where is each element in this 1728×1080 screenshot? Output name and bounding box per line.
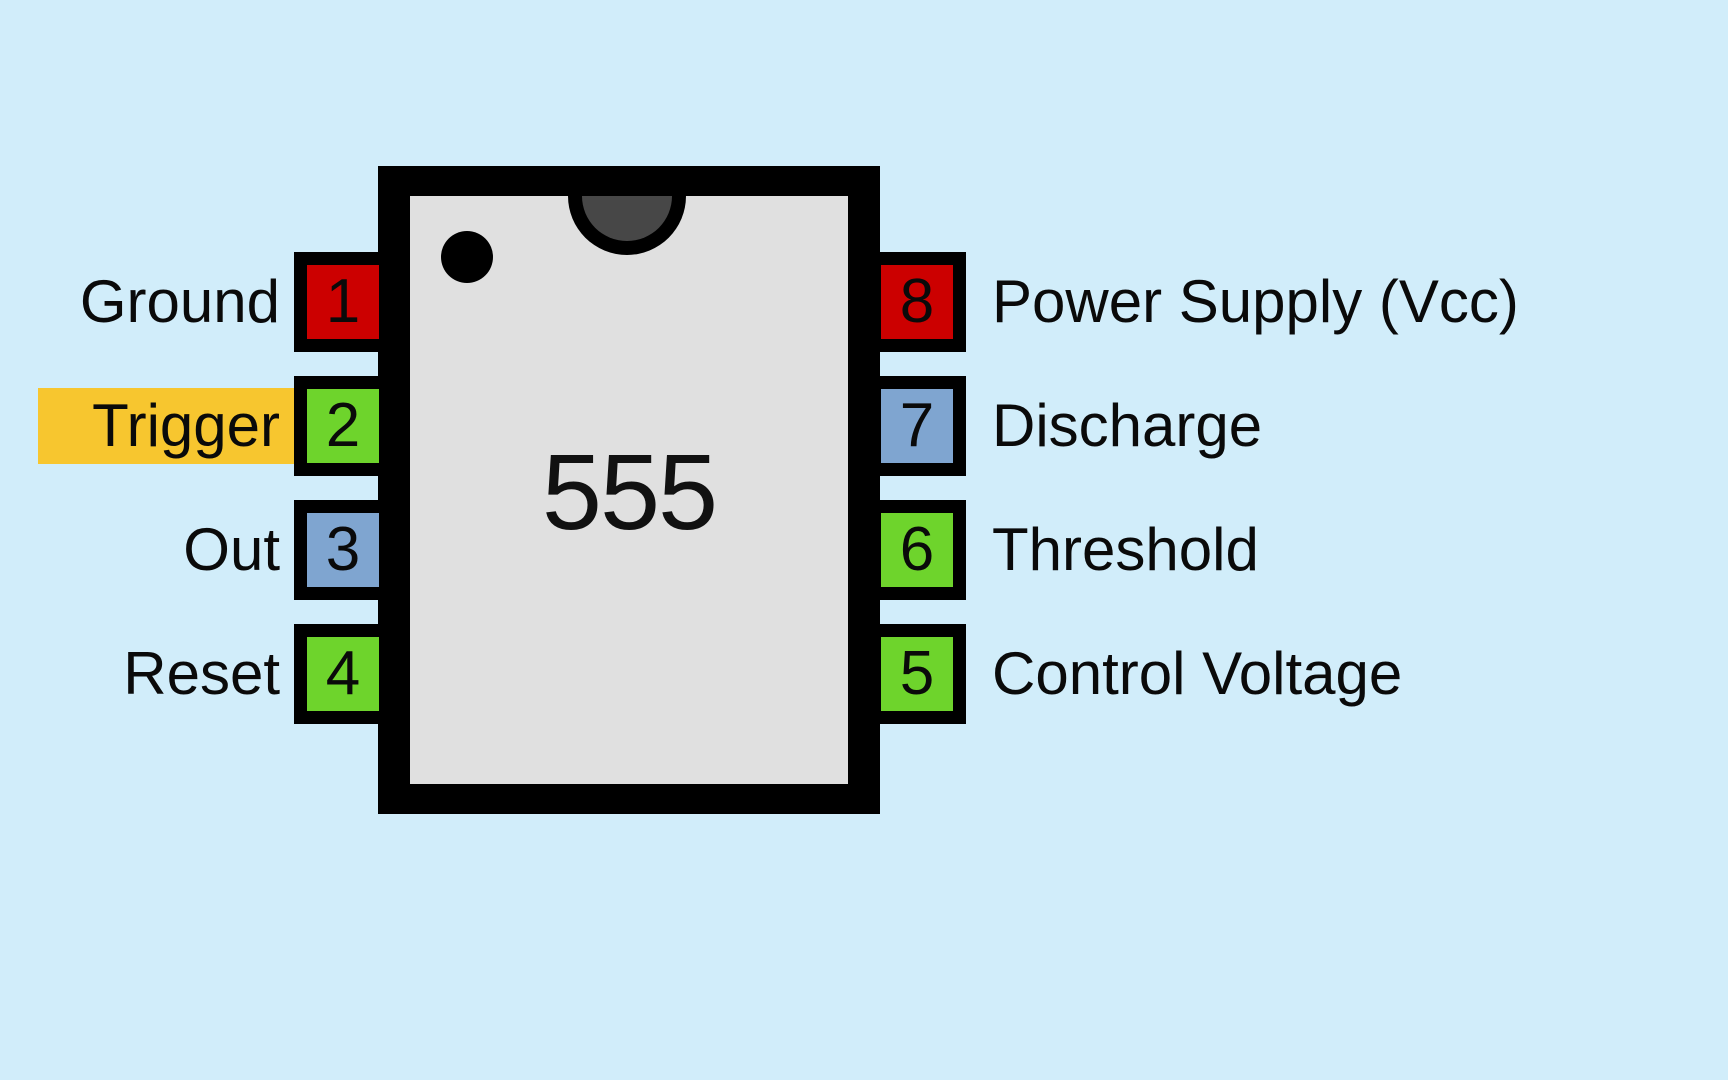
pin-8-label: Power Supply (Vcc) [992, 268, 1519, 335]
pin-1-label: Ground [79, 268, 280, 335]
pin-2-number: 2 [307, 389, 379, 463]
pin-7[interactable]: 7 [868, 376, 966, 476]
pin-5[interactable]: 5 [868, 624, 966, 724]
pin-5-label: Control Voltage [992, 640, 1403, 707]
pin-3[interactable]: 3 [294, 500, 392, 600]
pin-8-number: 8 [881, 265, 953, 339]
pin-6[interactable]: 6 [868, 500, 966, 600]
chip-package-body [410, 196, 848, 784]
pin-7-label: Discharge [992, 392, 1263, 459]
pin-2[interactable]: 2 [294, 376, 392, 476]
trigger-highlight-band [38, 388, 320, 464]
pin-3-label: Out [183, 516, 280, 583]
pin-one-orientation-dot-icon [441, 231, 493, 283]
pin-6-number: 6 [881, 513, 953, 587]
pin-5-number: 5 [881, 637, 953, 711]
pin-2-label: Trigger [92, 392, 280, 459]
pin-7-number: 7 [881, 389, 953, 463]
pin-3-number: 3 [307, 513, 379, 587]
pin-1-number: 1 [307, 265, 379, 339]
chip-part-number: 555 [541, 431, 718, 552]
pin-1[interactable]: 1 [294, 252, 392, 352]
pin-4-label: Reset [123, 640, 280, 707]
pin-6-label: Threshold [992, 516, 1259, 583]
pin-4-number: 4 [307, 637, 379, 711]
pin-8[interactable]: 8 [868, 252, 966, 352]
pin-4[interactable]: 4 [294, 624, 392, 724]
